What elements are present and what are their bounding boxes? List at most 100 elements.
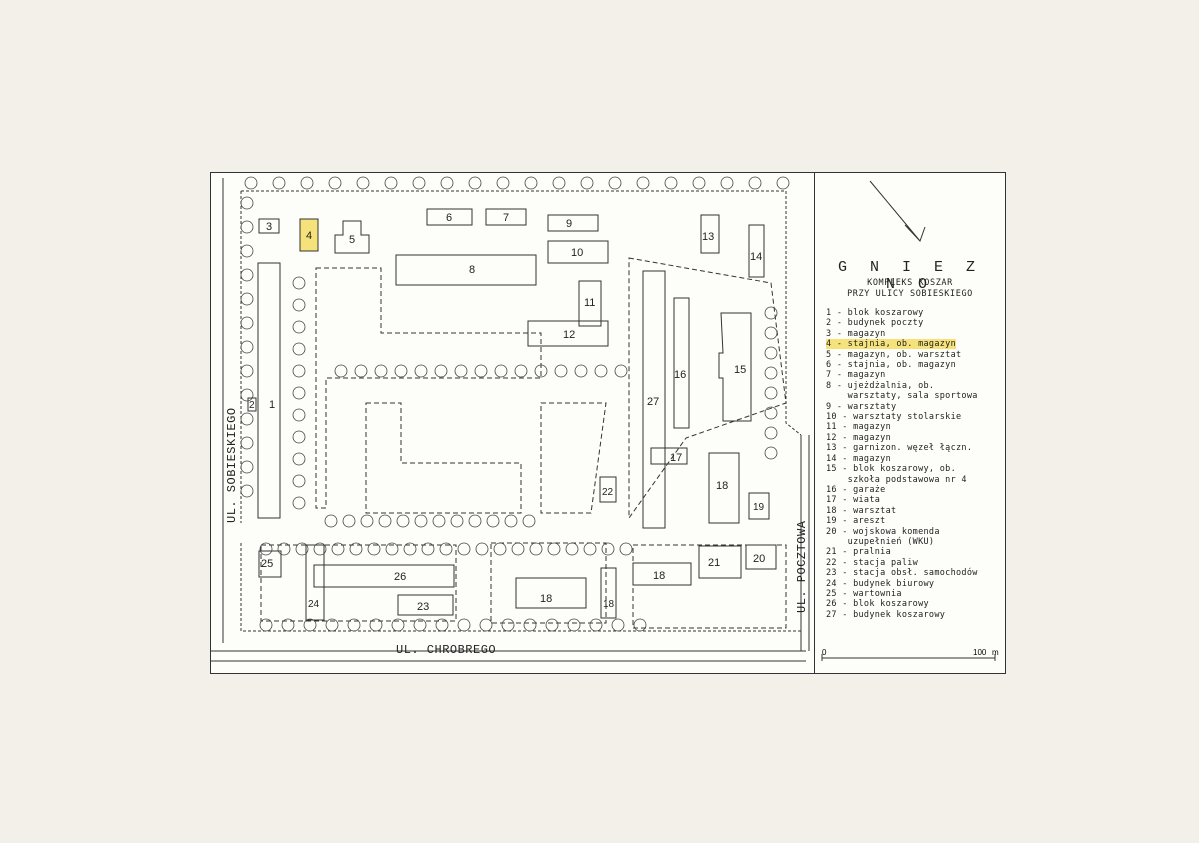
- tree-marker: [523, 618, 537, 632]
- scale-bar: 0 100 m: [821, 649, 999, 661]
- tree-marker: [479, 618, 493, 632]
- tree-marker: [664, 176, 678, 190]
- legend-item: 13 - garnizon. węzeł łączn.: [826, 443, 973, 454]
- label-10: 10: [571, 247, 583, 259]
- legend-item: uzupełnień (WKU): [826, 536, 935, 547]
- compound-south-west: [260, 544, 457, 622]
- tree-marker: [334, 364, 348, 378]
- tree-marker: [414, 364, 428, 378]
- building-23: [397, 594, 454, 616]
- tree-marker: [574, 364, 588, 378]
- building-20: [745, 544, 777, 570]
- legend-item: 27 - budynek koszarowy: [826, 609, 946, 620]
- tree-marker: [342, 514, 356, 528]
- tree-marker: [486, 514, 500, 528]
- tree-marker: [240, 292, 254, 306]
- tree-marker: [240, 244, 254, 258]
- scale-end: 100: [973, 649, 987, 657]
- tree-marker: [272, 176, 286, 190]
- road-chrobrego: [211, 650, 806, 662]
- tree-marker: [292, 408, 306, 422]
- tree-marker: [240, 220, 254, 234]
- tree-marker: [295, 542, 309, 556]
- tree-marker: [292, 474, 306, 488]
- label-17: 17: [670, 452, 682, 464]
- building-6: [426, 208, 473, 226]
- legend-item: 18 - warsztat: [826, 505, 897, 516]
- tree-marker: [328, 176, 342, 190]
- tree-marker: [501, 618, 515, 632]
- legend-item: szkoła podstawowa nr 4: [826, 474, 967, 485]
- tree-marker: [434, 364, 448, 378]
- street-pocztowa: UL. POCZTOWA: [795, 520, 809, 613]
- legend-item: 7 - magazyn: [826, 370, 886, 381]
- label-6: 6: [446, 212, 452, 224]
- building-5: [334, 220, 370, 254]
- map-title: G N I E Z N O: [837, 259, 982, 293]
- tree-marker: [347, 618, 361, 632]
- tree-marker: [384, 176, 398, 190]
- tree-marker: [511, 542, 525, 556]
- label-15: 15: [734, 364, 746, 376]
- tree-marker: [636, 176, 650, 190]
- label-12: 12: [563, 329, 575, 341]
- tree-marker: [413, 618, 427, 632]
- building-13: [700, 214, 720, 254]
- tree-marker: [494, 364, 508, 378]
- tree-marker: [277, 542, 291, 556]
- legend-item: 25 - wartownia: [826, 588, 902, 599]
- tree-marker: [468, 176, 482, 190]
- building-26: [313, 564, 455, 588]
- tree-marker: [504, 514, 518, 528]
- tree-marker: [496, 176, 510, 190]
- tree-marker: [493, 542, 507, 556]
- building-10: [547, 240, 609, 264]
- tree-marker: [292, 386, 306, 400]
- legend-item: 9 - warsztaty: [826, 401, 897, 412]
- tree-marker: [374, 364, 388, 378]
- street-sobieskiego: UL. SOBIESKIEGO: [225, 407, 239, 523]
- tree-marker: [764, 326, 778, 340]
- tree-marker: [748, 176, 762, 190]
- legend-item: 16 - garaże: [826, 484, 886, 495]
- tree-marker: [240, 268, 254, 282]
- legend-item: 22 - stacja paliw: [826, 557, 919, 568]
- tree-marker: [394, 364, 408, 378]
- building-16: [673, 297, 690, 429]
- tree-marker: [529, 542, 543, 556]
- label-1: 1: [269, 399, 275, 411]
- label-18-b: 18: [653, 570, 665, 582]
- tree-marker: [414, 514, 428, 528]
- label-8: 8: [469, 264, 475, 276]
- building-18d: [600, 567, 617, 619]
- tree-marker: [259, 618, 273, 632]
- tree-marker: [764, 366, 778, 380]
- tree-marker: [292, 298, 306, 312]
- tree-marker: [356, 176, 370, 190]
- building-15: [718, 312, 752, 422]
- tree-marker: [764, 346, 778, 360]
- tree-marker: [240, 460, 254, 474]
- building-1: [257, 262, 281, 519]
- map-subtitle-1: KOMPLEKS KOSZAR: [867, 278, 953, 288]
- tree-marker: [403, 542, 417, 556]
- compound-south-east: [632, 544, 787, 629]
- label-18-d: 18: [603, 599, 615, 610]
- tree-marker: [367, 542, 381, 556]
- building-7: [485, 208, 527, 226]
- tree-marker: [300, 176, 314, 190]
- yard-outline-east: [540, 402, 607, 514]
- legend-item: 2 - budynek poczty: [826, 318, 924, 329]
- tree-marker: [292, 496, 306, 510]
- tree-marker: [522, 514, 536, 528]
- building-22: [599, 476, 617, 503]
- tree-marker: [292, 342, 306, 356]
- building-14: [748, 224, 765, 278]
- tree-marker: [764, 406, 778, 420]
- legend-item: 26 - blok koszarowy: [826, 599, 929, 610]
- tree-marker: [589, 618, 603, 632]
- tree-marker: [331, 542, 345, 556]
- label-14: 14: [750, 251, 762, 263]
- tree-marker: [554, 364, 568, 378]
- building-18a: [708, 452, 740, 524]
